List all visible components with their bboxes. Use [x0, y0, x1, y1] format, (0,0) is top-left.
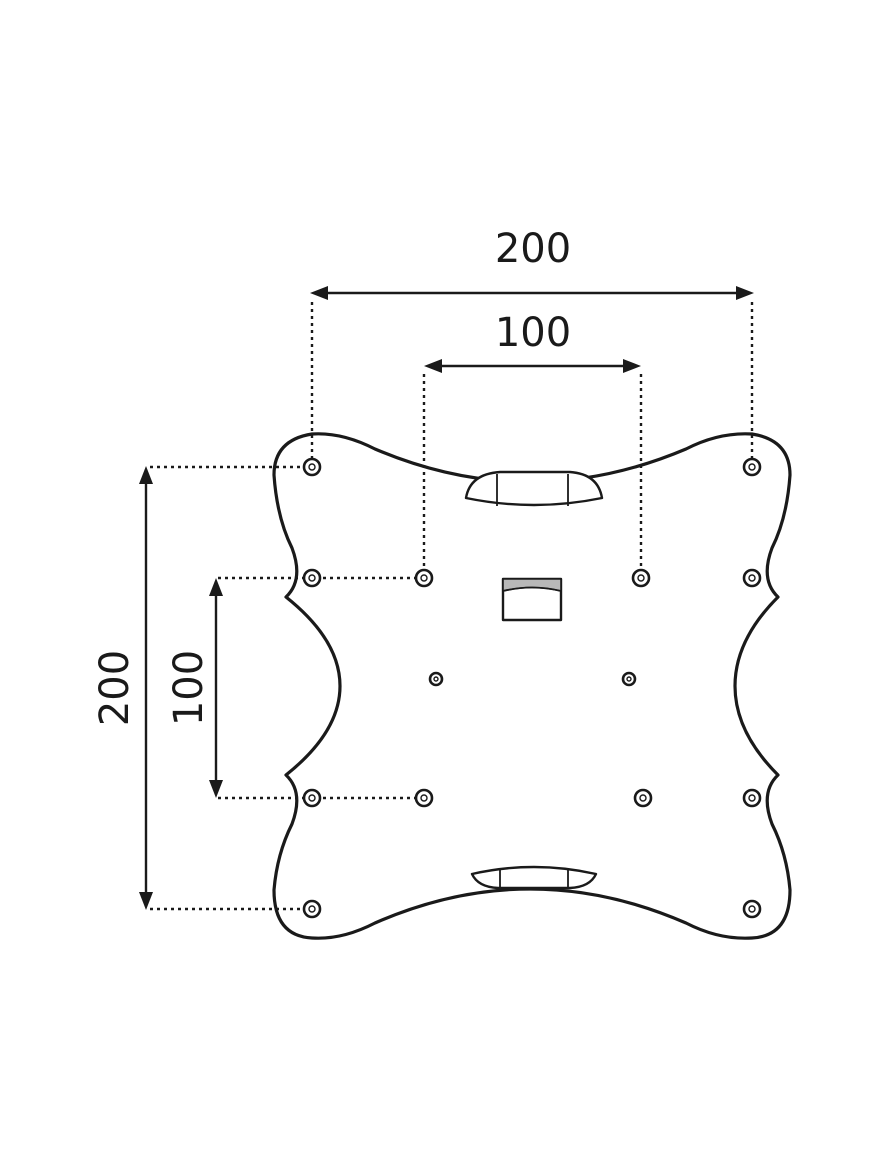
- hole-mid-upper-far-left: [302, 568, 322, 588]
- hole-inner-bottom-right: [633, 788, 653, 808]
- inner-vertical-label: 100: [166, 650, 212, 726]
- hole-outer-top-left: [302, 457, 322, 477]
- center-slot-detail: [501, 577, 563, 622]
- inner-horizontal-label: 100: [495, 310, 571, 356]
- inner-hole-guides: [218, 374, 643, 800]
- hole-inner-top-left: [414, 568, 434, 588]
- outer-vertical-label: 200: [92, 650, 138, 726]
- hole-outer-top-right: [742, 457, 762, 477]
- hole-center-left: [428, 671, 444, 687]
- hole-inner-bottom-left: [414, 788, 434, 808]
- inner-horizontal-dimension: 100: [424, 310, 641, 373]
- hole-mid-upper-far-right: [742, 568, 762, 588]
- bottom-bracket-detail: [470, 865, 598, 890]
- hole-outer-bottom-right: [742, 899, 762, 919]
- outer-vertical-dimension: 200: [92, 466, 153, 910]
- mounting-plate: [272, 432, 792, 940]
- top-bracket-detail: [464, 470, 604, 507]
- hole-outer-bottom-left: [302, 899, 322, 919]
- inner-vertical-dimension: 100: [166, 578, 223, 798]
- outer-horizontal-label: 200: [495, 226, 571, 272]
- outer-horizontal-dimension: 200: [310, 226, 754, 300]
- outer-hole-guides: [150, 302, 754, 911]
- hole-inner-top-right: [631, 568, 651, 588]
- mounting-holes: [302, 457, 762, 919]
- hole-center-right: [621, 671, 637, 687]
- hole-mid-lower-far-left: [302, 788, 322, 808]
- hole-mid-lower-far-right: [742, 788, 762, 808]
